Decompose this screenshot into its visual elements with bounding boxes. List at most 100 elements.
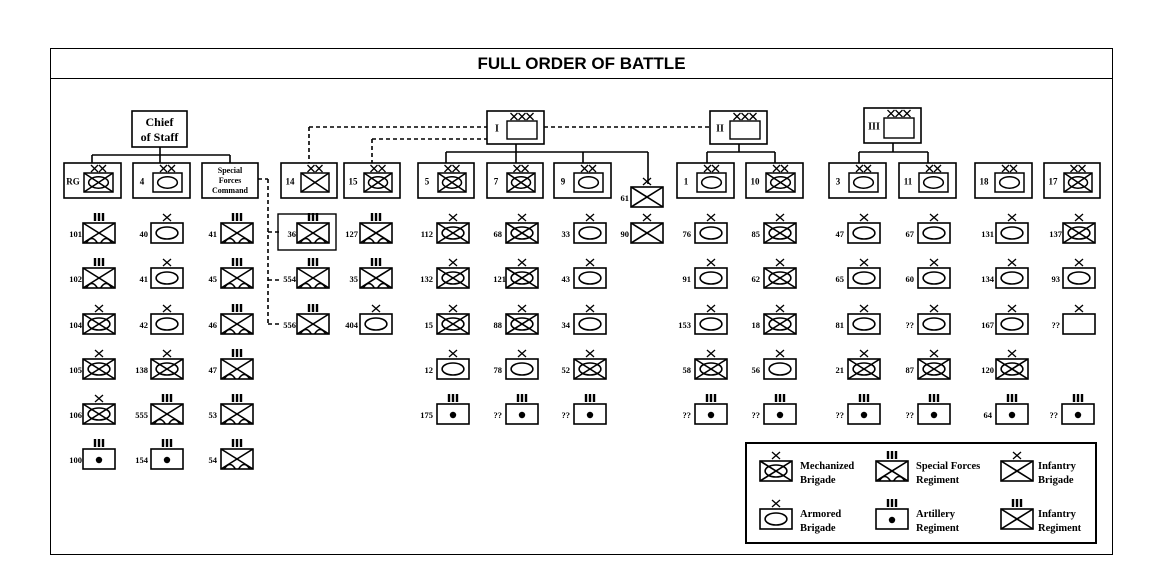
unit-label: 78 [494, 365, 503, 375]
brigade-x [585, 349, 595, 358]
cross-line [847, 358, 881, 380]
unit-36: 36 [288, 213, 330, 244]
unit-104: 104 [69, 304, 116, 335]
regiment-bar [886, 499, 890, 507]
echelon-marks [444, 164, 460, 173]
mech-symbol-icon [759, 451, 793, 482]
mountain-arcs [153, 418, 181, 425]
sf-symbol-icon [296, 304, 330, 335]
cross-line [150, 358, 184, 380]
track-ellipse [441, 226, 465, 240]
unit-61: 61 [621, 177, 664, 208]
echelon-x [378, 164, 386, 173]
track-ellipse [699, 226, 723, 240]
chief-label: Chief [146, 115, 175, 129]
symbol-frame [847, 267, 881, 289]
brigade-x [94, 349, 104, 358]
unit-91: 91 [683, 258, 728, 289]
armor-symbol-icon [694, 258, 728, 289]
armor-symbol-icon [150, 258, 184, 289]
arty-symbol-icon [694, 394, 728, 425]
symbol-frame [763, 358, 797, 380]
arty-symbol-icon [150, 439, 184, 470]
sfc-unit-frame [277, 213, 337, 251]
mech-symbol-icon [763, 213, 797, 244]
regiment-bar [890, 499, 894, 507]
unit-65: 65 [836, 258, 881, 289]
track-ellipse [578, 226, 602, 240]
unit-47: 47 [836, 213, 881, 244]
armor-symbol-icon [1062, 258, 1096, 289]
regiment-bar [524, 394, 528, 402]
mountain-arcs [223, 328, 251, 335]
cross-line [505, 222, 539, 244]
brigade-x [517, 213, 527, 222]
track-ellipse [441, 362, 465, 376]
symbol-frame [759, 508, 793, 530]
unit-105: 105 [69, 349, 116, 380]
arty-symbol-icon [436, 394, 470, 425]
mech-symbol-icon [763, 258, 797, 289]
arty-symbol-icon [573, 394, 607, 425]
regiment-bar [370, 213, 374, 221]
artillery-dot [930, 411, 938, 419]
unit-label: 404 [345, 320, 359, 330]
unit-90: 90 [621, 213, 664, 244]
regiment-bar [311, 213, 315, 221]
track-ellipse [441, 271, 465, 285]
cross-line [694, 358, 728, 380]
unit-label: 167 [981, 320, 995, 330]
track-ellipse [578, 362, 602, 376]
mountain-arcs [299, 328, 327, 335]
symbol-frame [995, 313, 1029, 335]
unit-label: 175 [420, 410, 433, 420]
track-ellipse [510, 362, 534, 376]
symbol-frame [1062, 267, 1096, 289]
brigade-x [94, 394, 104, 403]
echelon-x [733, 112, 741, 121]
legend-label: Regiment [916, 523, 960, 534]
cross-line [917, 358, 951, 380]
division-label: 4 [140, 177, 145, 187]
cross-line [1062, 222, 1096, 244]
regiment-bar [97, 258, 101, 266]
division-label: 18 [980, 177, 990, 187]
unit-label: 555 [135, 410, 148, 420]
unit-134: 134 [981, 258, 1029, 289]
unit-555: 555 [135, 394, 184, 425]
unit-81: 81 [836, 304, 881, 335]
unit-label: ?? [494, 410, 503, 420]
unit-??: ?? [494, 394, 539, 425]
unit-label: 120 [981, 365, 994, 375]
echelon-x [521, 164, 529, 173]
track-ellipse [998, 176, 1021, 189]
regiment-bar [584, 394, 588, 402]
division-9: 9 [553, 162, 612, 199]
unit-label: 67 [906, 229, 915, 239]
armor-symbol-icon [359, 304, 393, 335]
regiment-bar [447, 394, 451, 402]
unit-label: 556 [283, 320, 296, 330]
division-label: 10 [751, 177, 761, 187]
unit-112: 112 [421, 213, 470, 244]
division-label: 5 [425, 177, 430, 187]
unit-label: 65 [836, 274, 845, 284]
mountain-arcs [85, 237, 113, 244]
unit-62: 62 [752, 258, 797, 289]
track-ellipse [1067, 271, 1091, 285]
unit-label: 90 [621, 229, 630, 239]
armor-symbol-icon [995, 304, 1029, 335]
unit-label: 127 [345, 229, 359, 239]
sf-symbol-icon [150, 394, 184, 425]
symbol-frame [917, 222, 951, 244]
unit-46: 46 [209, 304, 254, 335]
mountain-arcs [878, 475, 906, 482]
corps-inner [729, 120, 761, 140]
page-title: FULL ORDER OF BATTLE [51, 49, 1112, 79]
division-inner [573, 172, 604, 193]
symbol-frame [694, 313, 728, 335]
unit-label: 68 [494, 229, 503, 239]
unit-56: 56 [752, 349, 797, 380]
